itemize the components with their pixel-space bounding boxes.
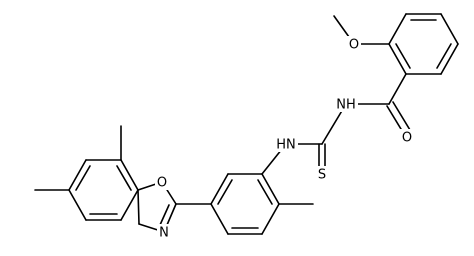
svg-text:O: O [349, 38, 359, 53]
methoxyphenyl-ring [388, 13, 459, 75]
atom-n-oxazole: N [157, 224, 171, 241]
bond [388, 43, 407, 75]
bond [137, 189, 140, 225]
bond [440, 43, 459, 75]
atom-s-thio: S [315, 166, 329, 183]
atom-nh-lower: HN [274, 136, 298, 153]
bond-double-inner [75, 165, 91, 191]
bond [68, 159, 87, 191]
bond-double-inner [116, 165, 132, 191]
bond [440, 13, 459, 45]
bond-ring-carbonyl [388, 73, 407, 105]
svg-text:O: O [157, 176, 167, 191]
bond [261, 173, 280, 205]
atom-nh-upper: NH [334, 96, 358, 113]
svg-text:S: S [318, 168, 326, 183]
bond [120, 189, 139, 221]
svg-text:N: N [159, 226, 169, 241]
bond [68, 189, 87, 221]
svg-text:O: O [402, 131, 412, 146]
bond [210, 203, 229, 235]
atom-o-oxazole: O [155, 174, 169, 191]
tolyl-ring [210, 173, 280, 235]
bond-double-inner [395, 43, 411, 69]
svg-text:HN: HN [276, 138, 296, 153]
benzo-ring [68, 159, 139, 221]
bond [120, 159, 139, 191]
bond-double-inner [436, 43, 452, 69]
atom-o-carbonyl: O [400, 129, 414, 146]
bond-double-inner [159, 204, 170, 226]
bond-double-inner [257, 179, 273, 205]
bond-co-double-b [392, 101, 411, 131]
bond [261, 203, 280, 235]
bond-double-inner [217, 179, 233, 205]
bond [210, 173, 229, 205]
svg-text:NH: NH [336, 98, 356, 113]
atom-o-methoxy: O [347, 36, 361, 53]
bond [388, 13, 407, 45]
